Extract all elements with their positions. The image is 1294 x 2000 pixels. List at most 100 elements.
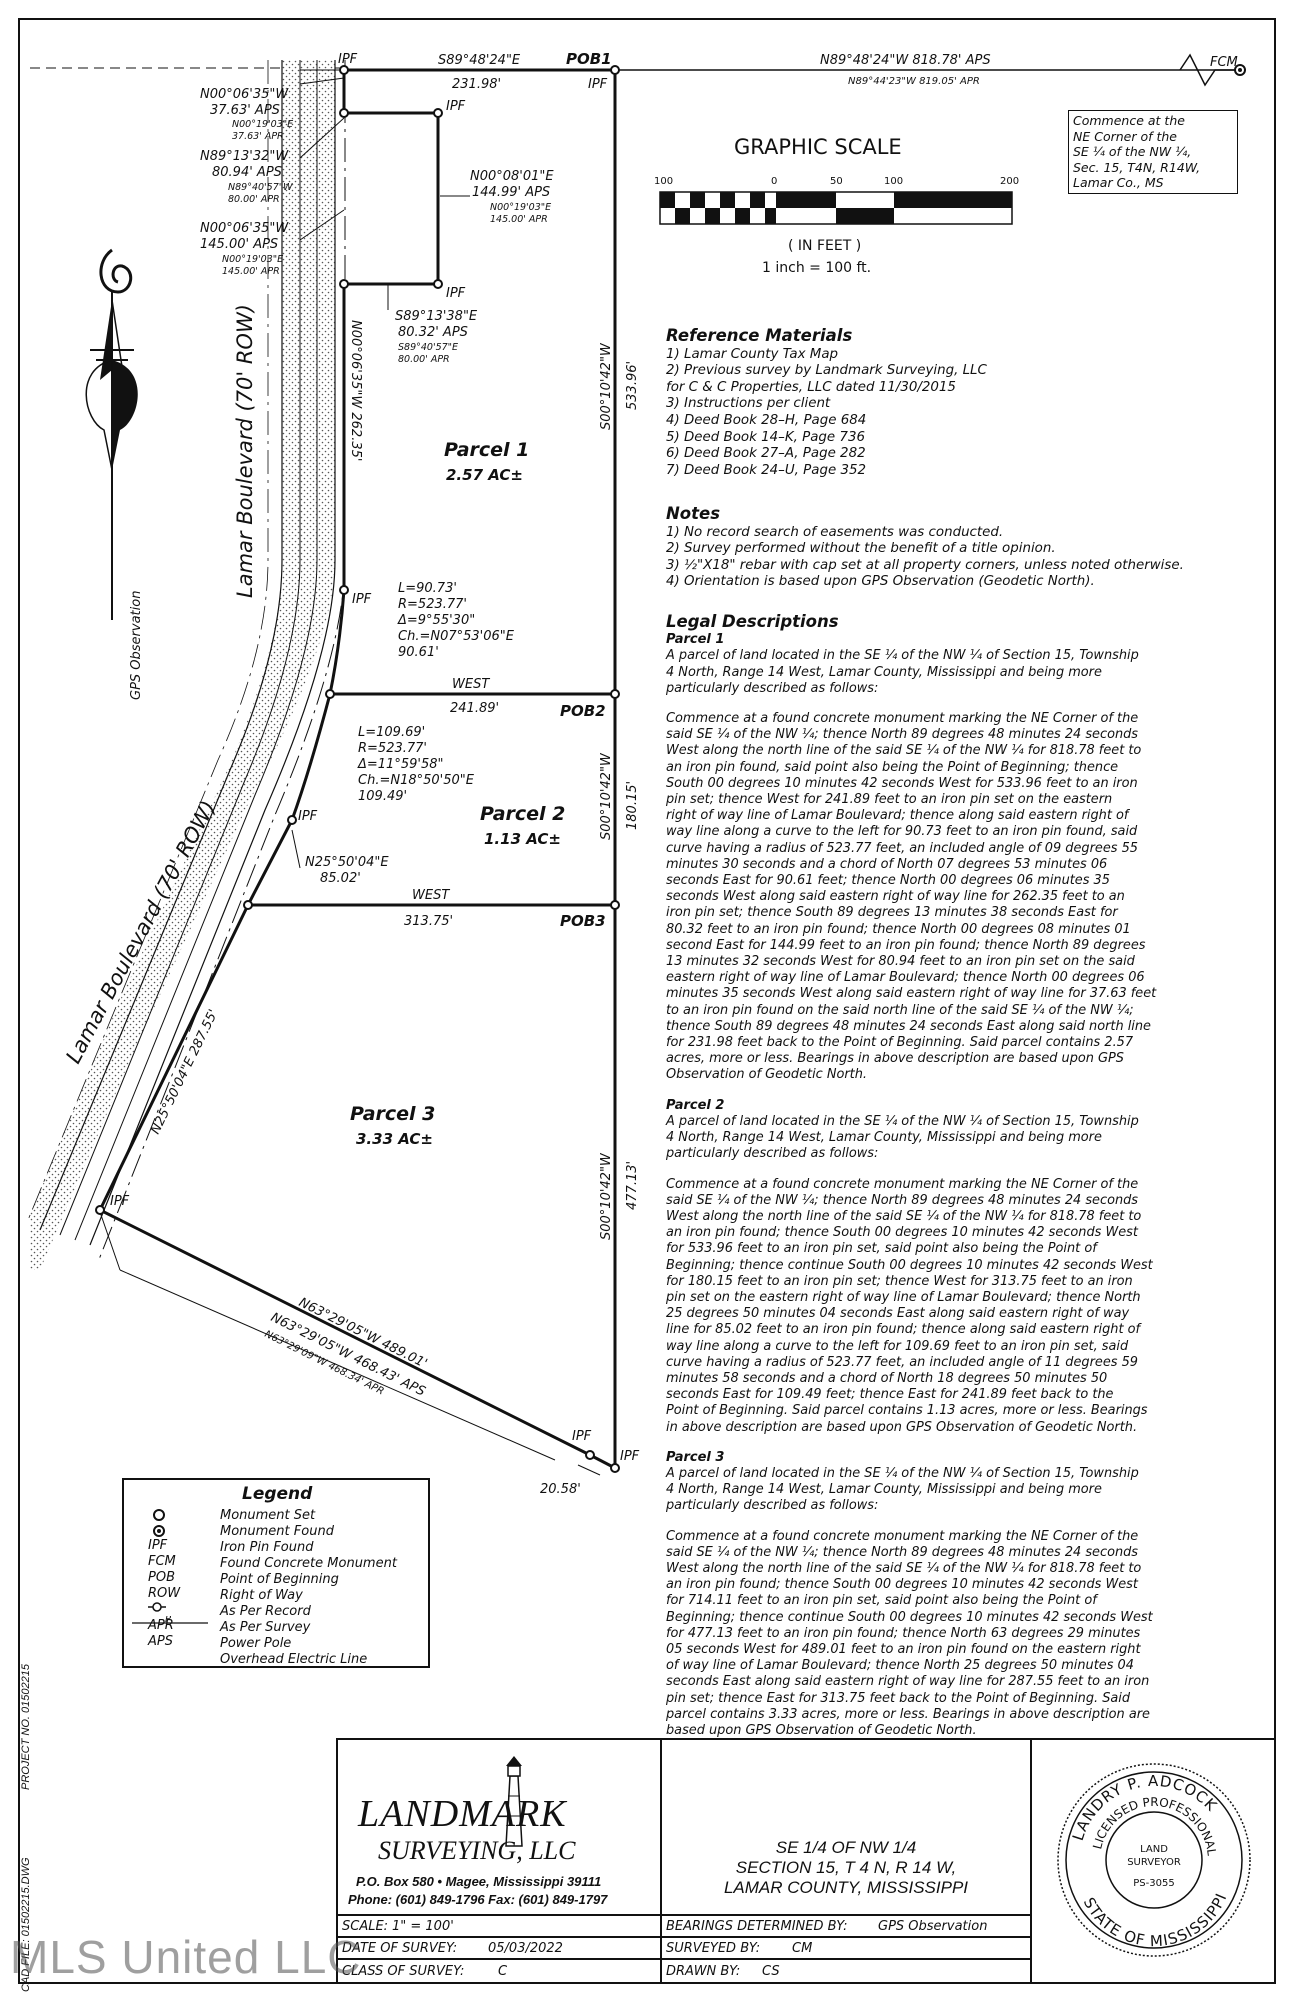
legal-line: for 533.96 feet to an iron pin set, said…	[666, 1241, 1097, 1257]
note-item: 3) ½"X18" rebar with cap set at all prop…	[666, 557, 1184, 573]
ipf-label-7: IPF	[110, 1194, 130, 1209]
ipf-label-6: IPF	[298, 809, 318, 824]
parcel1-name: Parcel 1	[444, 439, 529, 461]
call-e1: N00°08'01"E	[470, 169, 554, 184]
bearings-row: BEARINGS DETERMINED BY: GPS Observation	[660, 1914, 1032, 1938]
date-value: 05/03/2022	[488, 1941, 563, 1956]
class-label: CLASS OF SURVEY:	[342, 1964, 465, 1979]
pob3-label: POB3	[560, 912, 606, 930]
legal-line: South 00 degrees 10 minutes 42 seconds W…	[666, 775, 1138, 791]
call-s1-dist: 80.32' APS	[398, 325, 468, 340]
legal-line: particularly described as follows:	[666, 1498, 879, 1514]
call-east1-dist: 533.96'	[625, 361, 640, 410]
parcel3-area: 3.33 AC±	[356, 1130, 433, 1148]
lighthouse-logo-icon	[505, 1756, 523, 1847]
legal-descriptions: Legal Descriptions Parcel 1 A parcel of …	[666, 612, 1266, 1753]
commence-line: NE Corner of the	[1073, 128, 1177, 144]
legend-title: Legend	[242, 1484, 313, 1504]
ipf-label-2: IPF	[588, 77, 608, 92]
parcel3-description: Commence at a found concrete monument ma…	[666, 1529, 1266, 1740]
legend-symbol-overhead-line-icon: P	[130, 1614, 210, 1634]
location-line: SE 1/4 OF NW 1/4	[775, 1838, 917, 1857]
legal-line: particularly described as follows:	[666, 680, 879, 696]
legal-line: 05 seconds West for 489.01 feet to an ir…	[666, 1641, 1141, 1657]
seal-number: PS-3055	[1133, 1878, 1174, 1889]
legal-line: acres, more or less. Bearings in above d…	[666, 1051, 1124, 1067]
location-line: SECTION 15, T 4 N, R 14 W,	[735, 1858, 957, 1877]
legal-line: West along the north line of the said SE…	[666, 1208, 1142, 1224]
pin-parcel3-w	[95, 1205, 105, 1215]
legal-line: 4 North, Range 14 West, Lamar County, Mi…	[666, 664, 1102, 680]
legal-line: pin set; thence East for 313.75 feet bac…	[666, 1690, 1131, 1706]
call-top1: S89°48'24"E	[438, 53, 521, 68]
curve2-chord-dist: 109.49'	[358, 789, 407, 804]
legal-line: Observation of Geodetic North.	[666, 1067, 868, 1083]
scale-row: SCALE: 1" = 100'	[336, 1914, 662, 1938]
call-east3-dist: 477.13'	[625, 1161, 640, 1210]
curve1-chord: Ch.=N07°53'06"E	[398, 629, 515, 644]
legend-abbr: APS	[148, 1634, 173, 1649]
reference-item: 7) Deed Book 24–U, Page 352	[666, 462, 867, 478]
ipf-label-1: IPF	[338, 52, 358, 67]
call-west-row: N00°06'35"W 262.35'	[348, 320, 363, 461]
legal-title: Legal Descriptions	[666, 612, 839, 631]
legend-abbr: IPF	[148, 1538, 168, 1553]
legal-line: Point of Beginning. Said parcel contains…	[666, 1403, 1148, 1419]
legal-line: A parcel of land located in the SE ¼ of …	[666, 1465, 1139, 1481]
scale-ratio: 1 inch = 100 ft.	[762, 260, 871, 276]
bearings-label: BEARINGS DETERMINED BY:	[666, 1919, 848, 1934]
company-name: LANDMARK	[358, 1793, 567, 1835]
legal-line: an iron pin found; thence South 00 degre…	[666, 1577, 1138, 1593]
surveyed-value: CM	[792, 1941, 813, 1956]
legend-label: Monument Found	[220, 1524, 334, 1539]
legend-label: Point of Beginning	[220, 1572, 339, 1587]
parcel3-intro: A parcel of land located in the SE ¼ of …	[666, 1466, 1266, 1515]
legal-line: West along the north line of the said SE…	[666, 1560, 1142, 1576]
commence-line: Commence at the	[1073, 113, 1185, 128]
legal-line: pin set on the eastern right of way line…	[666, 1289, 1141, 1305]
call-w2-apr1: N89°40'57"W	[228, 182, 293, 193]
bearings-value: GPS Observation	[878, 1919, 988, 1934]
legal-line: seconds West along said eastern right of…	[666, 889, 1125, 905]
legend-label: Power Pole	[220, 1636, 292, 1651]
seal-center-2: SURVEYOR	[1127, 1857, 1181, 1868]
lamar-boulevard-road	[27, 60, 346, 1270]
note-item: 2) Survey performed without the benefit …	[666, 541, 1056, 557]
call-n25a-dist: 85.02'	[320, 871, 361, 886]
legal-line: of way line of Lamar Boulevard; thence N…	[666, 1658, 1134, 1674]
scale-tick-neg100: 100	[654, 176, 673, 187]
call-east2-dist: 180.15'	[625, 781, 640, 830]
reference-item: 6) Deed Book 27–A, Page 282	[666, 446, 866, 462]
drawn-value: CS	[762, 1964, 780, 1979]
legal-line: an iron pin found; thence South 00 degre…	[666, 1225, 1138, 1241]
legend-label: Found Concrete Monument	[220, 1556, 397, 1571]
curve2-chord: Ch.=N18°50'50"E	[358, 773, 475, 788]
legal-line: line for 85.02 feet to an iron pin found…	[666, 1322, 1141, 1338]
parcel1-heading: Parcel 1	[666, 632, 725, 648]
scale-tick-100: 100	[884, 176, 903, 187]
call-west1-dist: 241.89'	[450, 701, 499, 716]
legal-line: for 477.13 feet to an iron pin found; th…	[666, 1625, 1141, 1641]
commence-line: Sec. 15, T4N, R14W,	[1073, 159, 1201, 175]
legal-line: minutes 35 seconds West along said easte…	[666, 986, 1157, 1002]
reference-item: 5) Deed Book 14–K, Page 736	[666, 429, 865, 445]
pin-nw-corner	[339, 65, 349, 75]
drawn-label: DRAWN BY:	[666, 1964, 741, 1979]
class-row: CLASS OF SURVEY: C	[336, 1958, 662, 1984]
call-west2-dist: 313.75'	[404, 914, 453, 929]
legal-line: 13 minutes 32 seconds West for 80.94 fee…	[666, 954, 1135, 970]
company-phone: Phone: (601) 849-1796 Fax: (601) 849-179…	[348, 1892, 608, 1907]
title-block: LANDMARK SURVEYING, LLC P.O. Box 580 • M…	[336, 1738, 1276, 1984]
boundary-lines	[98, 68, 617, 1470]
legend-label: As Per Survey	[220, 1620, 311, 1635]
pob2-label: POB2	[560, 702, 606, 720]
parcel2-name: Parcel 2	[480, 803, 565, 825]
scale-value: 1" = 100'	[392, 1919, 454, 1934]
scale-tick-0: 0	[771, 176, 777, 187]
legal-line: based upon GPS Observation of Geodetic N…	[666, 1723, 977, 1738]
curve1-length: L=90.73'	[398, 581, 457, 596]
call-n25a: N25°50'04"E	[305, 855, 389, 870]
scale-label: SCALE:	[342, 1919, 389, 1934]
surveyor-seal: LANDRY P. ADCOCK LICENSED PROFESSIONAL S…	[1057, 1763, 1251, 1957]
call-top2: N89°48'24"W 818.78' APS	[820, 53, 991, 68]
